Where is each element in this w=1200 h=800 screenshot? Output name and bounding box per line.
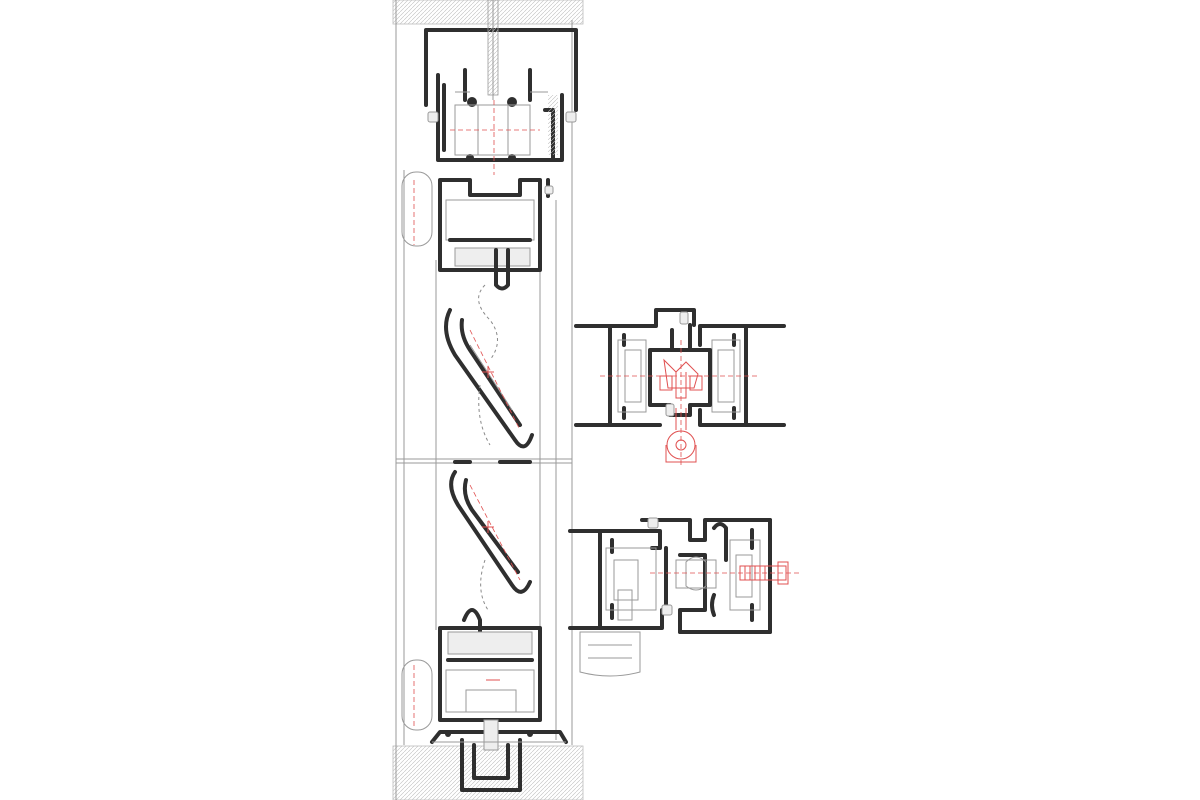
lower-louvre-blade	[449, 460, 532, 611]
upper-louvre-blade	[444, 308, 534, 449]
horizontal-section-lock	[568, 517, 800, 677]
lower-sash-rail	[401, 608, 542, 731]
head-track	[424, 0, 578, 175]
bottom-track	[430, 719, 568, 792]
frame-outline-lines	[395, 0, 573, 800]
upper-sash-rail	[401, 171, 554, 361]
vertical-section	[392, 0, 584, 800]
horizontal-section-interlock	[574, 308, 786, 465]
